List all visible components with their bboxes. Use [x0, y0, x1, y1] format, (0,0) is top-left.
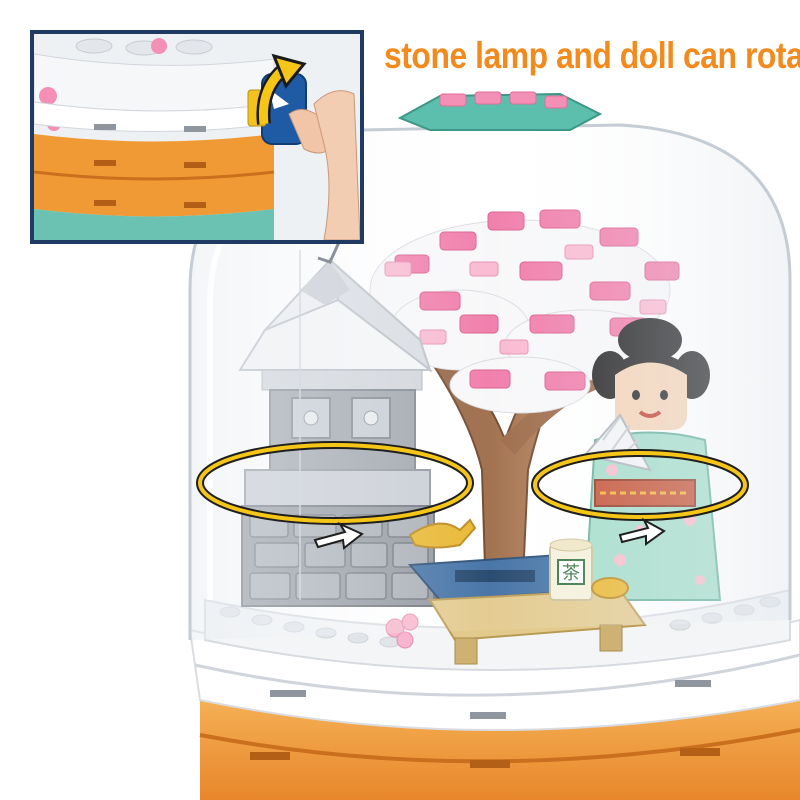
rotation-arrow-icon [313, 521, 364, 550]
rotation-arrow-icon [618, 517, 666, 546]
inset-closeup [34, 34, 360, 240]
lamp-rotation-ring [196, 441, 474, 550]
dome-top-cap [397, 91, 603, 131]
detail-inset [30, 30, 364, 244]
display-base [188, 618, 800, 800]
doll-rotation-ring [531, 449, 749, 546]
turn-arrow-icon [271, 53, 307, 89]
feature-caption: stone lamp and doll can rotate [384, 35, 800, 76]
